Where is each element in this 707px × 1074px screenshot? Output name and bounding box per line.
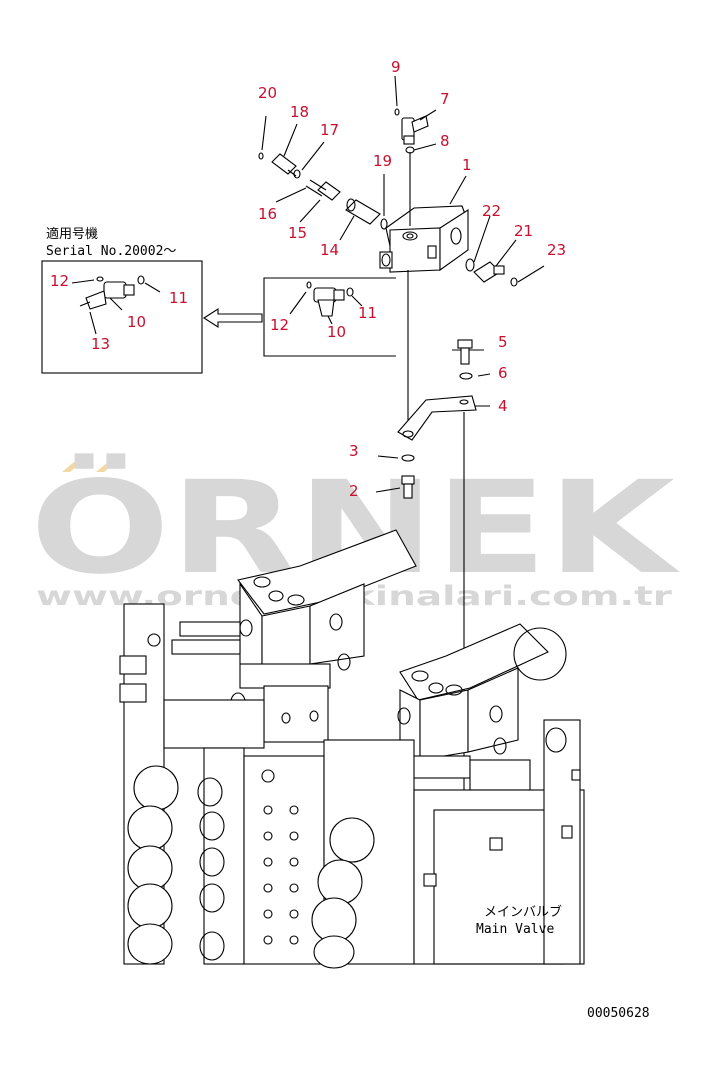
inset-arrow bbox=[202, 307, 263, 329]
callout-19: 19 bbox=[373, 152, 392, 170]
valve-block-1 bbox=[379, 205, 469, 273]
callout-16: 16 bbox=[258, 205, 277, 223]
o-ring-part-23 bbox=[510, 277, 518, 287]
o-ring-part-20 bbox=[258, 152, 264, 160]
callout-2: 2 bbox=[349, 482, 359, 500]
inset-jp-label: 適用号機 bbox=[46, 226, 98, 242]
callout-15: 15 bbox=[288, 224, 307, 242]
callout-10-detail: 10 bbox=[327, 323, 346, 341]
washer-part-3 bbox=[401, 454, 415, 462]
callout-18: 18 bbox=[290, 103, 309, 121]
watermark-accent bbox=[96, 462, 116, 472]
callout-4: 4 bbox=[498, 397, 508, 415]
o-ring-part-19 bbox=[380, 218, 388, 230]
callout-12-inset: 12 bbox=[50, 272, 69, 290]
bracket-part-4 bbox=[397, 395, 477, 441]
inset-o-ring bbox=[137, 275, 145, 285]
callout-numbers: 1 2 3 4 5 6 7 8 9 10 10 11 11 12 12 13 1… bbox=[50, 58, 566, 500]
fitting-detail-box bbox=[263, 277, 396, 357]
callout-8: 8 bbox=[440, 132, 450, 150]
spacer-part-14 bbox=[345, 198, 381, 225]
callout-21: 21 bbox=[514, 222, 533, 240]
inset-o-ring bbox=[96, 276, 104, 282]
connector-part-15 bbox=[305, 179, 341, 201]
detail-elbow-fitting bbox=[313, 287, 345, 317]
serial-inset: 適用号機 Serial No.20002～ bbox=[41, 226, 203, 374]
detail-o-ring bbox=[306, 281, 312, 289]
callout-11-detail: 11 bbox=[358, 304, 377, 322]
connector-part-18 bbox=[271, 153, 297, 177]
washer-part-6 bbox=[459, 372, 473, 380]
callout-11-inset: 11 bbox=[169, 289, 188, 307]
detail-o-ring bbox=[346, 287, 354, 297]
callout-6: 6 bbox=[498, 364, 508, 382]
callout-3: 3 bbox=[349, 442, 359, 460]
bolt-part-2 bbox=[401, 475, 415, 499]
callout-22: 22 bbox=[482, 202, 501, 220]
callout-23: 23 bbox=[547, 241, 566, 259]
callout-13: 13 bbox=[91, 335, 110, 353]
watermark-accent bbox=[62, 462, 82, 472]
inset-elbow-fitting bbox=[79, 281, 135, 311]
callout-20: 20 bbox=[258, 84, 277, 102]
callout-1: 1 bbox=[462, 156, 472, 174]
main-valve-en-label: Main Valve bbox=[476, 922, 554, 937]
callout-9: 9 bbox=[391, 58, 401, 76]
callout-10-inset: 10 bbox=[127, 313, 146, 331]
inset-serial-label: Serial No.20002～ bbox=[46, 244, 176, 259]
main-valve-assembly bbox=[119, 529, 585, 969]
document-number: 00050628 bbox=[587, 1006, 650, 1021]
callout-5: 5 bbox=[498, 333, 508, 351]
elbow-part-21 bbox=[473, 261, 505, 283]
callout-7: 7 bbox=[440, 90, 450, 108]
o-ring-part-22 bbox=[465, 258, 475, 272]
o-ring-part-17 bbox=[293, 169, 301, 179]
callout-12-detail: 12 bbox=[270, 316, 289, 334]
main-valve-jp-label: メインバルブ bbox=[484, 904, 562, 920]
o-ring-part-9 bbox=[394, 108, 400, 116]
elbow-part-7 bbox=[401, 115, 429, 145]
inset-frame bbox=[41, 260, 203, 374]
bolt-part-5 bbox=[457, 339, 473, 365]
callout-17: 17 bbox=[320, 121, 339, 139]
callout-14: 14 bbox=[320, 241, 339, 259]
